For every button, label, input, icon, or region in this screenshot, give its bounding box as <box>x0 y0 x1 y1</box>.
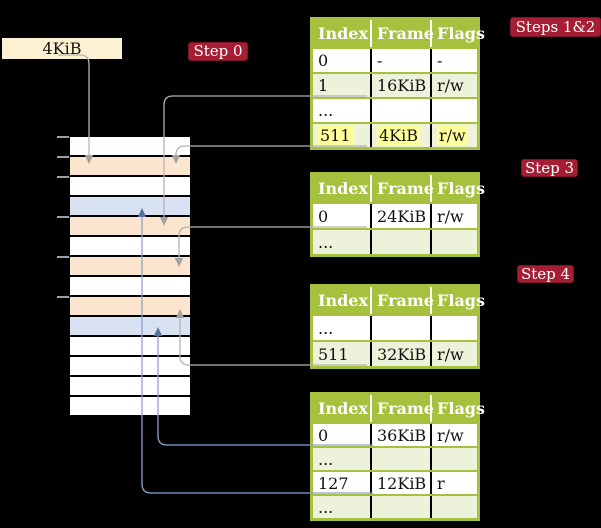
table-cell <box>430 448 477 470</box>
table-row: ... <box>313 494 477 518</box>
table-cell: - <box>430 49 477 72</box>
table-cell: 511 <box>318 344 349 364</box>
column-header: Frame <box>370 20 434 47</box>
table-cell: r/w <box>430 204 477 228</box>
frame-boundary-tick <box>57 216 69 218</box>
column-header: Flags <box>430 20 485 47</box>
table-row: ... <box>313 228 477 254</box>
table-cell: r/w <box>430 342 477 366</box>
table-cell <box>370 230 430 254</box>
table-row: ... <box>313 97 477 122</box>
memory-frame-row-white <box>70 137 190 157</box>
memory-frame-row-blue <box>70 197 190 217</box>
cr3-4kib-box-label: 4KiB <box>42 39 82 58</box>
table-cell: 0 <box>318 425 329 445</box>
memory-frame-row-white <box>70 177 190 197</box>
column-header: Index <box>318 399 369 418</box>
table-cell: 12KiB <box>370 472 430 494</box>
memory-frame-row-blue <box>70 317 190 337</box>
memory-frame-row-white <box>70 337 190 357</box>
table-cell: 511 <box>318 126 353 145</box>
frame-boundary-tick <box>57 176 69 178</box>
memory-frame-row-orange <box>70 157 190 177</box>
column-header: Index <box>318 24 369 43</box>
column-header: Index <box>318 291 369 310</box>
memory-frame-row-white <box>70 377 190 397</box>
memory-stack <box>70 137 190 417</box>
frame-boundary-tick <box>57 136 69 138</box>
table-cell: 127 <box>318 473 349 493</box>
step-label-1-2: Steps 1&2 <box>510 17 601 37</box>
table-cell: r <box>430 472 477 494</box>
table-cell: ... <box>318 449 334 469</box>
memory-frame-row-orange <box>70 257 190 277</box>
table-cell: r/w <box>430 74 477 97</box>
memory-frame-row-white <box>70 357 190 377</box>
step-label-4: Step 4 <box>517 265 574 283</box>
table-row: ... <box>313 314 477 340</box>
table-cell: 24KiB <box>370 204 430 228</box>
table-cell <box>430 496 477 518</box>
table-cell: 0 <box>318 206 329 226</box>
table-row: 0 -- <box>313 47 477 72</box>
table-cell: ... <box>318 232 334 252</box>
table-cell: 16KiB <box>370 74 430 97</box>
column-header: Index <box>318 179 369 198</box>
column-header: Frame <box>370 175 434 202</box>
column-header: Frame <box>370 287 434 314</box>
table-cell: 4KiB <box>370 124 430 147</box>
memory-frame-row-white <box>70 277 190 297</box>
table-cell: 1 <box>318 76 329 95</box>
step-label-0: Step 0 <box>188 42 248 61</box>
table-cell: r/w <box>430 124 477 147</box>
table-cell: 36KiB <box>370 424 430 446</box>
table-cell: r/w <box>430 424 477 446</box>
frame-boundary-tick <box>57 256 69 258</box>
table-cell <box>430 316 477 340</box>
table-cell: ... <box>318 318 334 338</box>
table-cell <box>370 496 430 518</box>
table-cell: ... <box>318 497 334 517</box>
table-cell <box>430 99 477 122</box>
column-header: Frame <box>370 395 434 422</box>
memory-frame-row-white <box>70 397 190 417</box>
table-cell: - <box>370 49 430 72</box>
memory-frame-row-orange <box>70 217 190 237</box>
table-cell: 32KiB <box>370 342 430 366</box>
step-label-3: Step 3 <box>521 159 578 177</box>
table-row: ... <box>313 446 477 470</box>
table-cell: 0 <box>318 51 329 70</box>
memory-frame-row-orange <box>70 297 190 317</box>
table-cell <box>370 99 430 122</box>
column-header: Flags <box>430 287 485 314</box>
memory-frame-row-white <box>70 237 190 257</box>
column-header: Flags <box>430 175 485 202</box>
table-cell <box>430 230 477 254</box>
column-header: Flags <box>430 395 485 422</box>
frame-boundary-tick <box>57 296 69 298</box>
table-cell <box>370 448 430 470</box>
cr3-4kib-box: 4KiB <box>2 38 122 59</box>
table-cell <box>370 316 430 340</box>
frame-boundary-tick <box>57 156 69 158</box>
table-cell: ... <box>318 101 334 120</box>
